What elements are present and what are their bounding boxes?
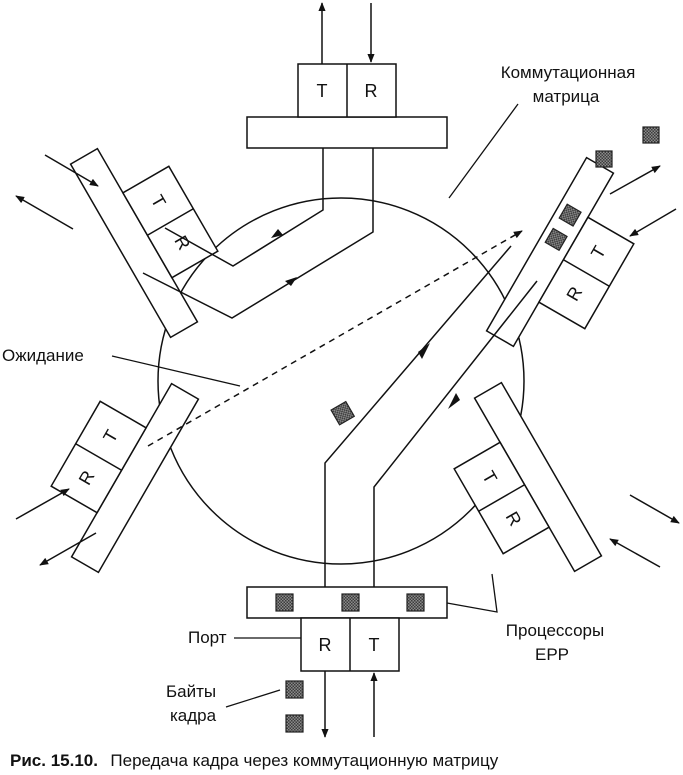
- port-lower-right: T R: [453, 381, 603, 573]
- processors-leader: [446, 573, 498, 613]
- out-arrow: [39, 532, 97, 566]
- frame-bytes-label-line2: кадра: [170, 706, 217, 725]
- path-direction-arrow: [271, 229, 283, 238]
- waiting-path: [147, 230, 523, 447]
- waiting-label: Ожидание: [2, 346, 84, 365]
- switch-matrix-circle: [157, 197, 525, 565]
- switch-matrix-label-line2: матрица: [533, 87, 600, 106]
- in-arrow: [44, 154, 99, 187]
- frame-byte: [406, 593, 425, 612]
- frame-bytes-leader: [225, 689, 281, 708]
- matrix-path-upper-left-to-top: [142, 148, 374, 319]
- port-lower-left: R T: [50, 382, 200, 574]
- processor-bar: [246, 116, 448, 149]
- transmit-label: T: [369, 635, 380, 655]
- frame-byte: [341, 593, 360, 612]
- figure-number: Рис. 15.10.: [10, 751, 98, 770]
- out-arrow: [629, 494, 680, 524]
- frame-byte: [285, 680, 304, 699]
- path-direction-arrow: [285, 277, 297, 286]
- waiting-leader: [111, 355, 241, 387]
- frame-byte: [558, 203, 582, 227]
- transmit-label: T: [317, 81, 328, 101]
- matrix-path-upper-right-to-bottom: [373, 280, 538, 587]
- matrix-path-bottom-to-upper-right: [324, 245, 512, 587]
- path-direction-arrow: [448, 393, 460, 409]
- in-arrow: [609, 538, 661, 568]
- frame-byte: [330, 400, 356, 426]
- out-arrow: [15, 195, 74, 230]
- processors-label-line1: Процессоры: [506, 621, 604, 640]
- port-label: Порт: [188, 628, 227, 647]
- port-upper-left: T R: [69, 147, 219, 339]
- processors-label-line2: EPP: [535, 645, 569, 664]
- matrix-path-top-to-upper-left: [164, 148, 324, 267]
- in-arrow: [629, 208, 677, 237]
- frame-bytes-label-line1: Байты: [166, 682, 216, 701]
- port-upper-right: R T: [485, 156, 635, 348]
- in-arrow: [15, 488, 70, 520]
- path-direction-arrow: [418, 343, 430, 359]
- switch-matrix-leader: [448, 103, 519, 199]
- frame-byte: [285, 714, 304, 733]
- frame-byte: [275, 593, 294, 612]
- receive-label: R: [365, 81, 378, 101]
- frame-byte: [544, 227, 568, 252]
- port-bottom: R T: [246, 586, 448, 738]
- frame-byte: [642, 126, 660, 144]
- receive-label: R: [319, 635, 332, 655]
- switch-matrix-label-line1: Коммутационная: [501, 63, 636, 82]
- figure-caption: Рис. 15.10. Передача кадра через коммута…: [10, 751, 499, 770]
- out-arrow: [609, 165, 661, 195]
- figure-title: Передача кадра через коммутационную матр…: [110, 751, 498, 770]
- frame-byte: [595, 150, 613, 168]
- port-top: T R: [246, 2, 448, 149]
